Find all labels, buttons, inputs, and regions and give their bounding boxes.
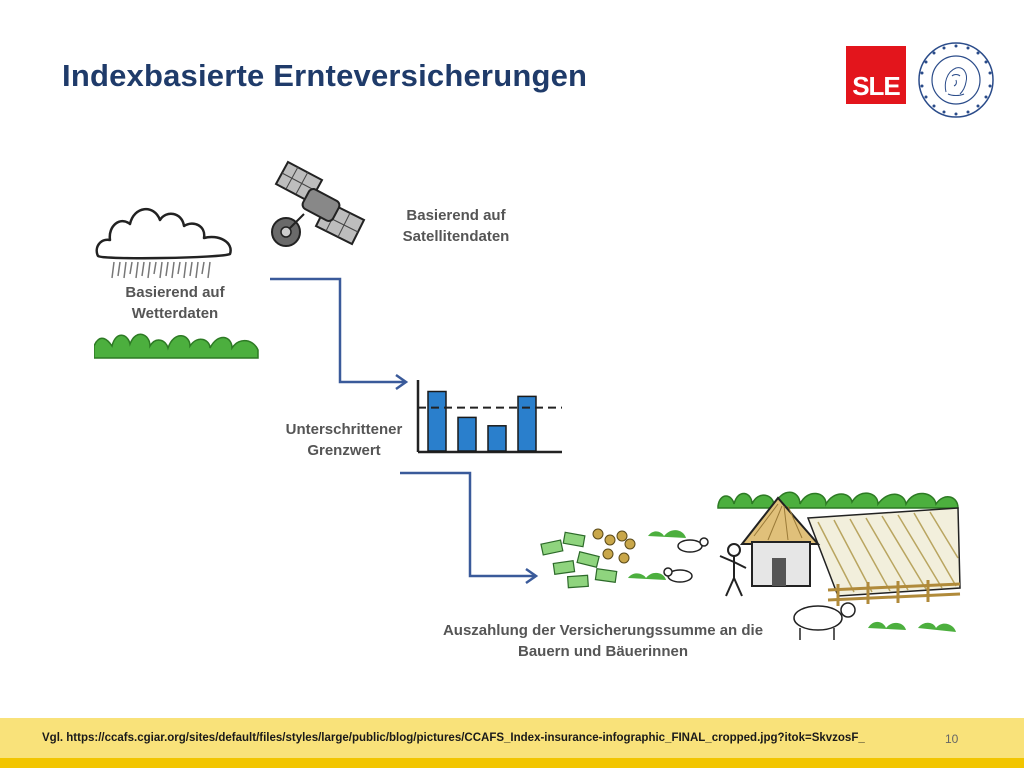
footer-accent-line	[0, 758, 1024, 768]
threshold-label: Unterschrittener Grenzwert	[285, 421, 403, 459]
rain-cloud-icon	[94, 208, 259, 359]
flow-arrow-weather-to-chart	[270, 277, 409, 391]
footer-bar	[0, 718, 1024, 758]
flow-arrow-chart-to-payout	[400, 471, 539, 585]
weather-data-label: Basierend auf Wetterdaten	[125, 284, 225, 322]
satellite-icon	[271, 160, 366, 247]
chart-bar-3	[487, 425, 507, 452]
threshold-bar-chart	[416, 380, 562, 454]
page-title: Indexbasierte Ernteversicherungen	[62, 58, 588, 93]
sle-logo: SLE	[846, 46, 906, 104]
payout-label: Auszahlung der Versicherungssumme an die…	[442, 622, 764, 660]
chart-bar-4	[517, 395, 537, 452]
satellite-data-label: Basierend auf Satellitendaten	[402, 207, 510, 245]
page-number: 10	[945, 732, 959, 746]
chart-bar-1	[427, 390, 447, 452]
source-note: Vgl. https://ccafs.cgiar.org/sites/defau…	[42, 732, 865, 744]
humboldt-university-seal-icon	[918, 42, 994, 118]
chart-bar-2	[457, 416, 477, 452]
farm-payout-illustration	[540, 491, 961, 640]
